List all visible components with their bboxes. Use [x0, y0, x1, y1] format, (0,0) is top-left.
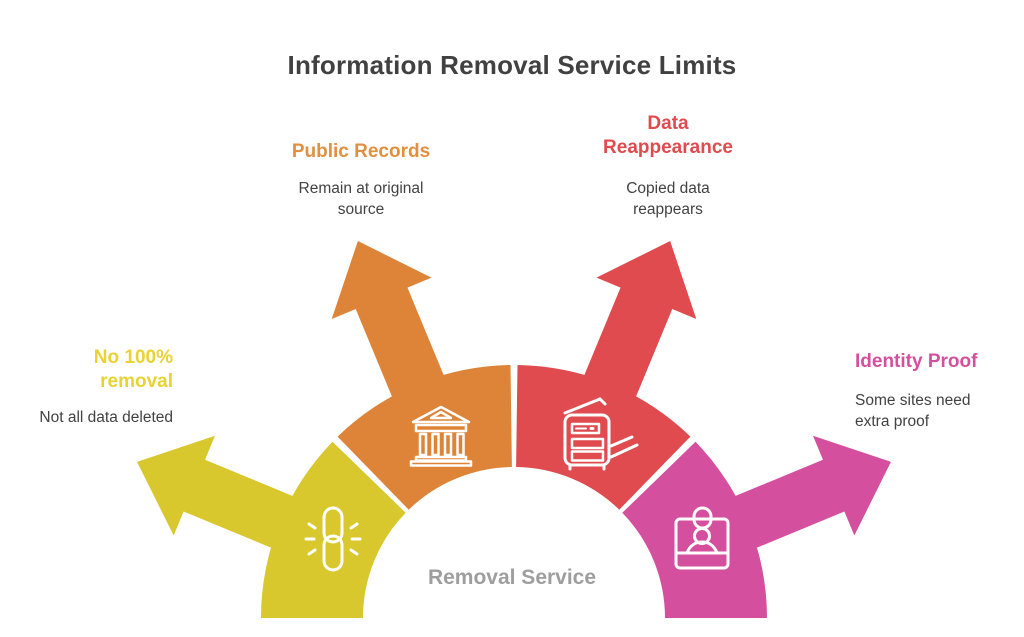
segment-arrow-no-100-removal	[137, 435, 315, 557]
segment-description-public-records: Remain at original source	[298, 179, 424, 218]
segment-heading-identity-proof: Identity Proof	[855, 351, 978, 372]
bank-building-icon	[409, 405, 473, 467]
segment-heading-public-records: Public Records	[291, 141, 431, 162]
segment-arrow-data-reappearance	[575, 241, 697, 419]
segment-no-100-removal	[137, 435, 406, 618]
segment-public-records	[331, 241, 512, 510]
segment-identity-proof	[622, 435, 891, 618]
segment-label-block-no-100-removal: No 100% removal Not all data deleted	[23, 346, 173, 428]
segment-heading-no-100-removal: No 100% removal	[93, 347, 173, 392]
segment-description-data-reappearance: Copied data reappears	[626, 179, 710, 218]
segment-arc-identity-proof	[622, 441, 768, 618]
broken-link-icon	[304, 506, 362, 572]
segment-description-identity-proof: Some sites need extra proof	[855, 391, 971, 430]
copier-icon	[563, 397, 639, 471]
center-hub-label: Removal Service	[427, 566, 597, 589]
segment-label-block-identity-proof: Identity Proof Some sites need extra pro…	[855, 350, 1015, 432]
segment-heading-data-reappearance: Data Reappearance	[603, 113, 733, 158]
segment-data-reappearance	[516, 241, 697, 510]
page-title: Information Removal Service Limits	[287, 50, 737, 80]
segment-arrow-public-records	[331, 241, 453, 419]
segment-label-block-data-reappearance: Data Reappearance Copied data reappears	[583, 112, 753, 220]
segment-description-no-100-removal: Not all data deleted	[39, 408, 173, 426]
segment-arc-no-100-removal	[261, 441, 406, 618]
segment-arrow-identity-proof	[713, 435, 891, 557]
segment-arc-data-reappearance	[516, 365, 691, 510]
segment-label-block-public-records: Public Records Remain at original source	[261, 140, 461, 220]
id-badge-icon	[674, 506, 730, 570]
